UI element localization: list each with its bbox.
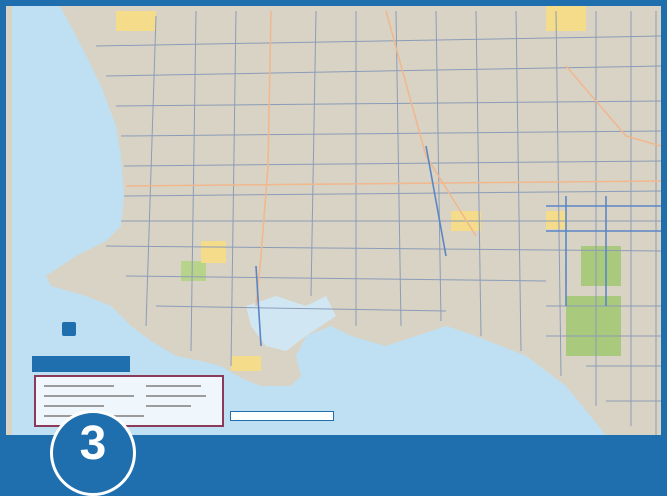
street-grid-vertical [145,10,657,435]
zone-3 [546,6,586,31]
legend-box [34,375,224,427]
info-icon[interactable] [62,322,76,336]
scale-bar [230,411,334,421]
legend-row [44,405,104,407]
zone-6 [116,11,156,31]
park-1 [566,296,621,356]
park-3 [181,261,206,281]
legend-row [146,385,201,387]
legend-row [146,395,206,397]
legend-row [44,385,114,387]
park-2 [581,246,621,286]
map-canvas[interactable] [6,6,661,435]
legend-row [146,405,191,407]
legend-row [44,395,134,397]
zone-5 [231,356,261,371]
zone-2 [546,211,566,229]
bike-routes [255,145,661,347]
section-number-badge: 3 [50,410,136,496]
map-frame: 3 [6,6,661,496]
street-grid [95,35,661,402]
harbor [246,296,336,351]
legend-header [32,356,130,372]
left-strip [6,6,12,435]
zone-4 [201,241,226,263]
arterial-roads [125,10,661,307]
